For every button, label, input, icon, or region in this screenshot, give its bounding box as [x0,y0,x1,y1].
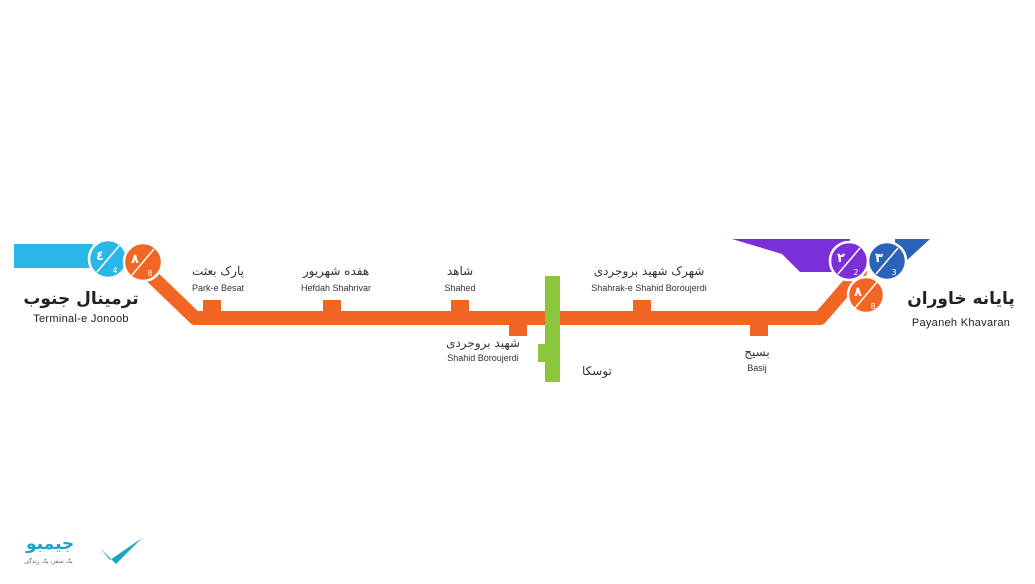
brand-name: جیمبو [26,534,75,554]
station-tick-shahed [451,300,469,312]
line-2-stub [732,239,850,272]
station-shahrak-fa: شهرک شهید بروجردی [593,264,705,278]
svg-text:4: 4 [112,266,117,275]
station-tick-shahrak [633,300,651,312]
station-shahed-en: Shahed [444,283,476,293]
svg-text:2: 2 [853,268,858,277]
svg-text:٨: ٨ [854,285,862,300]
svg-text:3: 3 [891,268,896,277]
station-shahid-boroujerdi-en: Shahid Boroujerdi [447,353,519,363]
interchange-line-8-west-icon: ٨ 8 [122,241,164,283]
terminal-west-name-en: Terminal-e Jonoob [33,313,129,325]
terminal-east-name-fa: پایانه خاوران [907,289,1015,309]
station-hefdah-shahrivar-en: Hefdah Shahrivar [300,283,372,293]
svg-text:8: 8 [147,269,152,278]
station-basij-fa: بسیج [744,345,770,359]
station-park-e-besat-en: Park-e Besat [191,283,245,293]
svg-text:8: 8 [870,302,875,311]
line-8-track [136,261,867,325]
interchange-line-2-icon: ٢ 2 [828,240,870,282]
tooska-transfer-block [538,276,560,382]
terminal-east-name-en: Payaneh Khavaran [911,317,1011,329]
interchange-line-8-east-icon: ٨ 8 [846,275,886,315]
station-tick-shahid-boroujerdi [509,324,527,336]
svg-text:٤: ٤ [96,249,104,264]
brand-check-icon [100,538,142,564]
tooska-label: توسکا [582,364,612,378]
station-shahid-boroujerdi-fa: شهید بروجردی [446,336,520,350]
svg-text:٢: ٢ [837,251,845,266]
interchange-line-4-icon: ٤ 4 [87,238,129,280]
station-park-e-besat-fa: پارک بعثت [192,264,244,278]
station-hefdah-shahrivar-fa: هفده شهریور [302,264,370,278]
terminal-west-name-fa: ترمینال جنوب [23,289,139,309]
line-4-stub [14,244,100,268]
station-basij-en: Basij [747,363,767,373]
svg-text:٣: ٣ [875,251,883,266]
brand-tagline: یک سفر، یک زندگی [24,558,73,565]
station-shahed-fa: شاهد [446,264,474,278]
svg-text:٨: ٨ [131,252,139,267]
station-tick-park-e-besat [203,300,221,312]
station-tick-basij [750,324,768,336]
station-shahrak-en: Shahrak-e Shahid Boroujerdi [591,283,707,293]
interchange-line-3-icon: ٣ 3 [866,240,908,282]
station-tick-hefdah-shahrivar [323,300,341,312]
